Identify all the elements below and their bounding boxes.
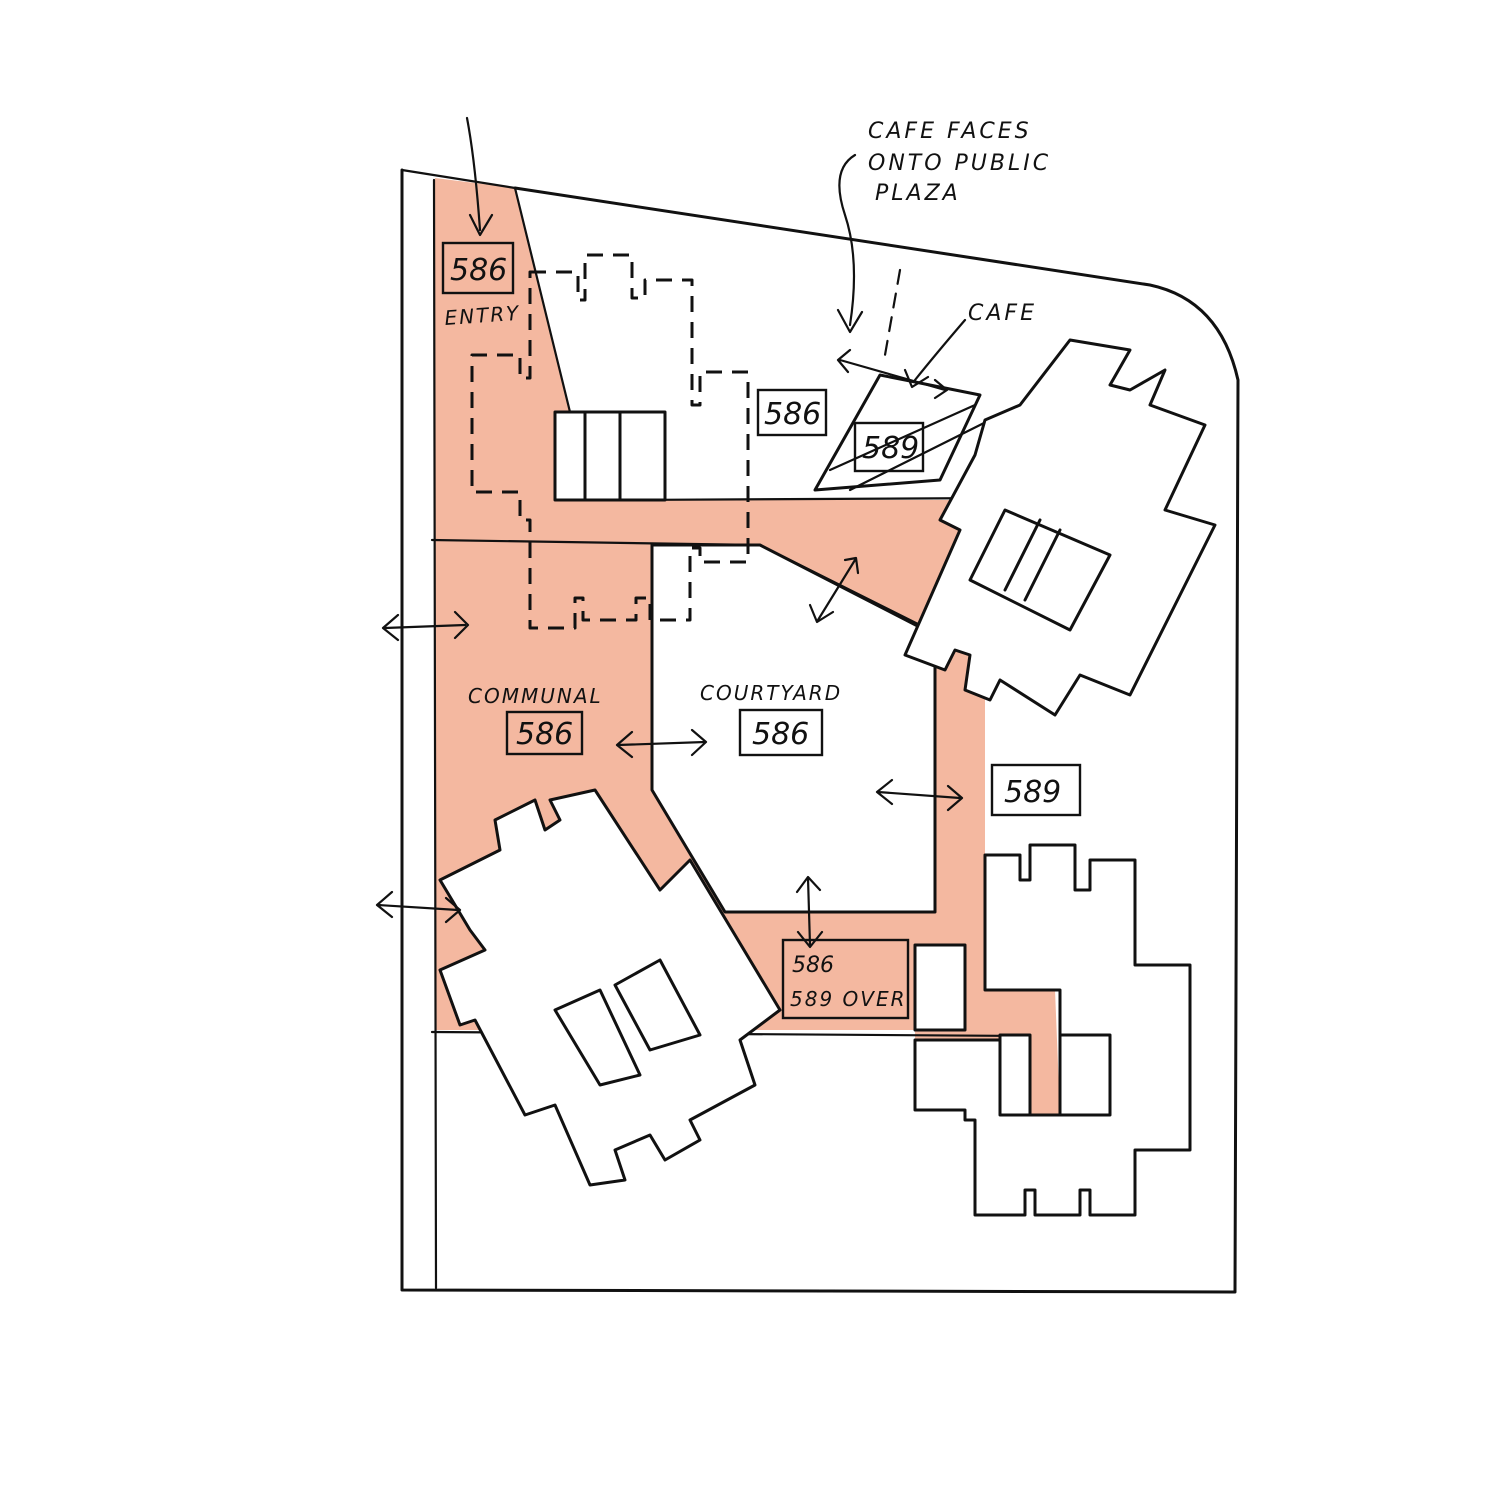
courtyard-void (650, 543, 937, 914)
north-row-buildings (553, 410, 1007, 502)
southwest-building (438, 788, 782, 1187)
dashed-building-upper (470, 253, 750, 630)
cafe-tag-box (853, 421, 925, 473)
southeast-buildings (913, 843, 1192, 1217)
south-tag-box (781, 938, 910, 1020)
entry-tag: 586 (450, 253, 507, 288)
courtyard-south-arrow (795, 875, 824, 949)
courtyard-diagonal-arrow (808, 556, 860, 624)
circulation-arrows (375, 116, 967, 949)
courtyard-tag-box (738, 708, 824, 757)
courtyard-tag: 586 (752, 717, 809, 752)
cafe-cross-arrows (836, 348, 949, 400)
communal-courtyard-arrow (615, 728, 708, 759)
west-arrow-upper (381, 610, 470, 642)
entry-arrow (465, 116, 494, 237)
upper-building-tag: 586 (764, 397, 821, 432)
west-arrow-lower (375, 890, 462, 924)
courtyard-east-arrow (875, 778, 964, 812)
cafe-note: CAFE (968, 301, 1037, 326)
cafe-tag: 589 (862, 431, 919, 466)
communal-tag: 586 (516, 717, 573, 752)
courtyard-label: COURTYARD (700, 681, 842, 705)
east-tag-box (990, 763, 1082, 817)
east-tag: 589 (1004, 775, 1061, 810)
cafe-faces-note-line2: ONTO PUBLIC (868, 151, 1051, 176)
cafe-arrow (903, 318, 967, 389)
entry-tag-box (441, 241, 515, 295)
cafe-faces-note-line3: PLAZA (875, 181, 961, 206)
cafe-faces-note-line1: CAFE FACES (868, 119, 1032, 144)
tag-boxes (441, 241, 1082, 1020)
communal-tag-box (505, 710, 584, 756)
upper-building-tag-box (756, 388, 828, 437)
plaza-arrow (836, 153, 864, 334)
south-tag-line2: 589 OVER (790, 987, 907, 1011)
northeast-building (903, 338, 1217, 717)
south-tag: 586 (792, 953, 834, 978)
entry-label: ENTRY (444, 301, 521, 330)
communal-label: COMMUNAL (468, 684, 603, 708)
